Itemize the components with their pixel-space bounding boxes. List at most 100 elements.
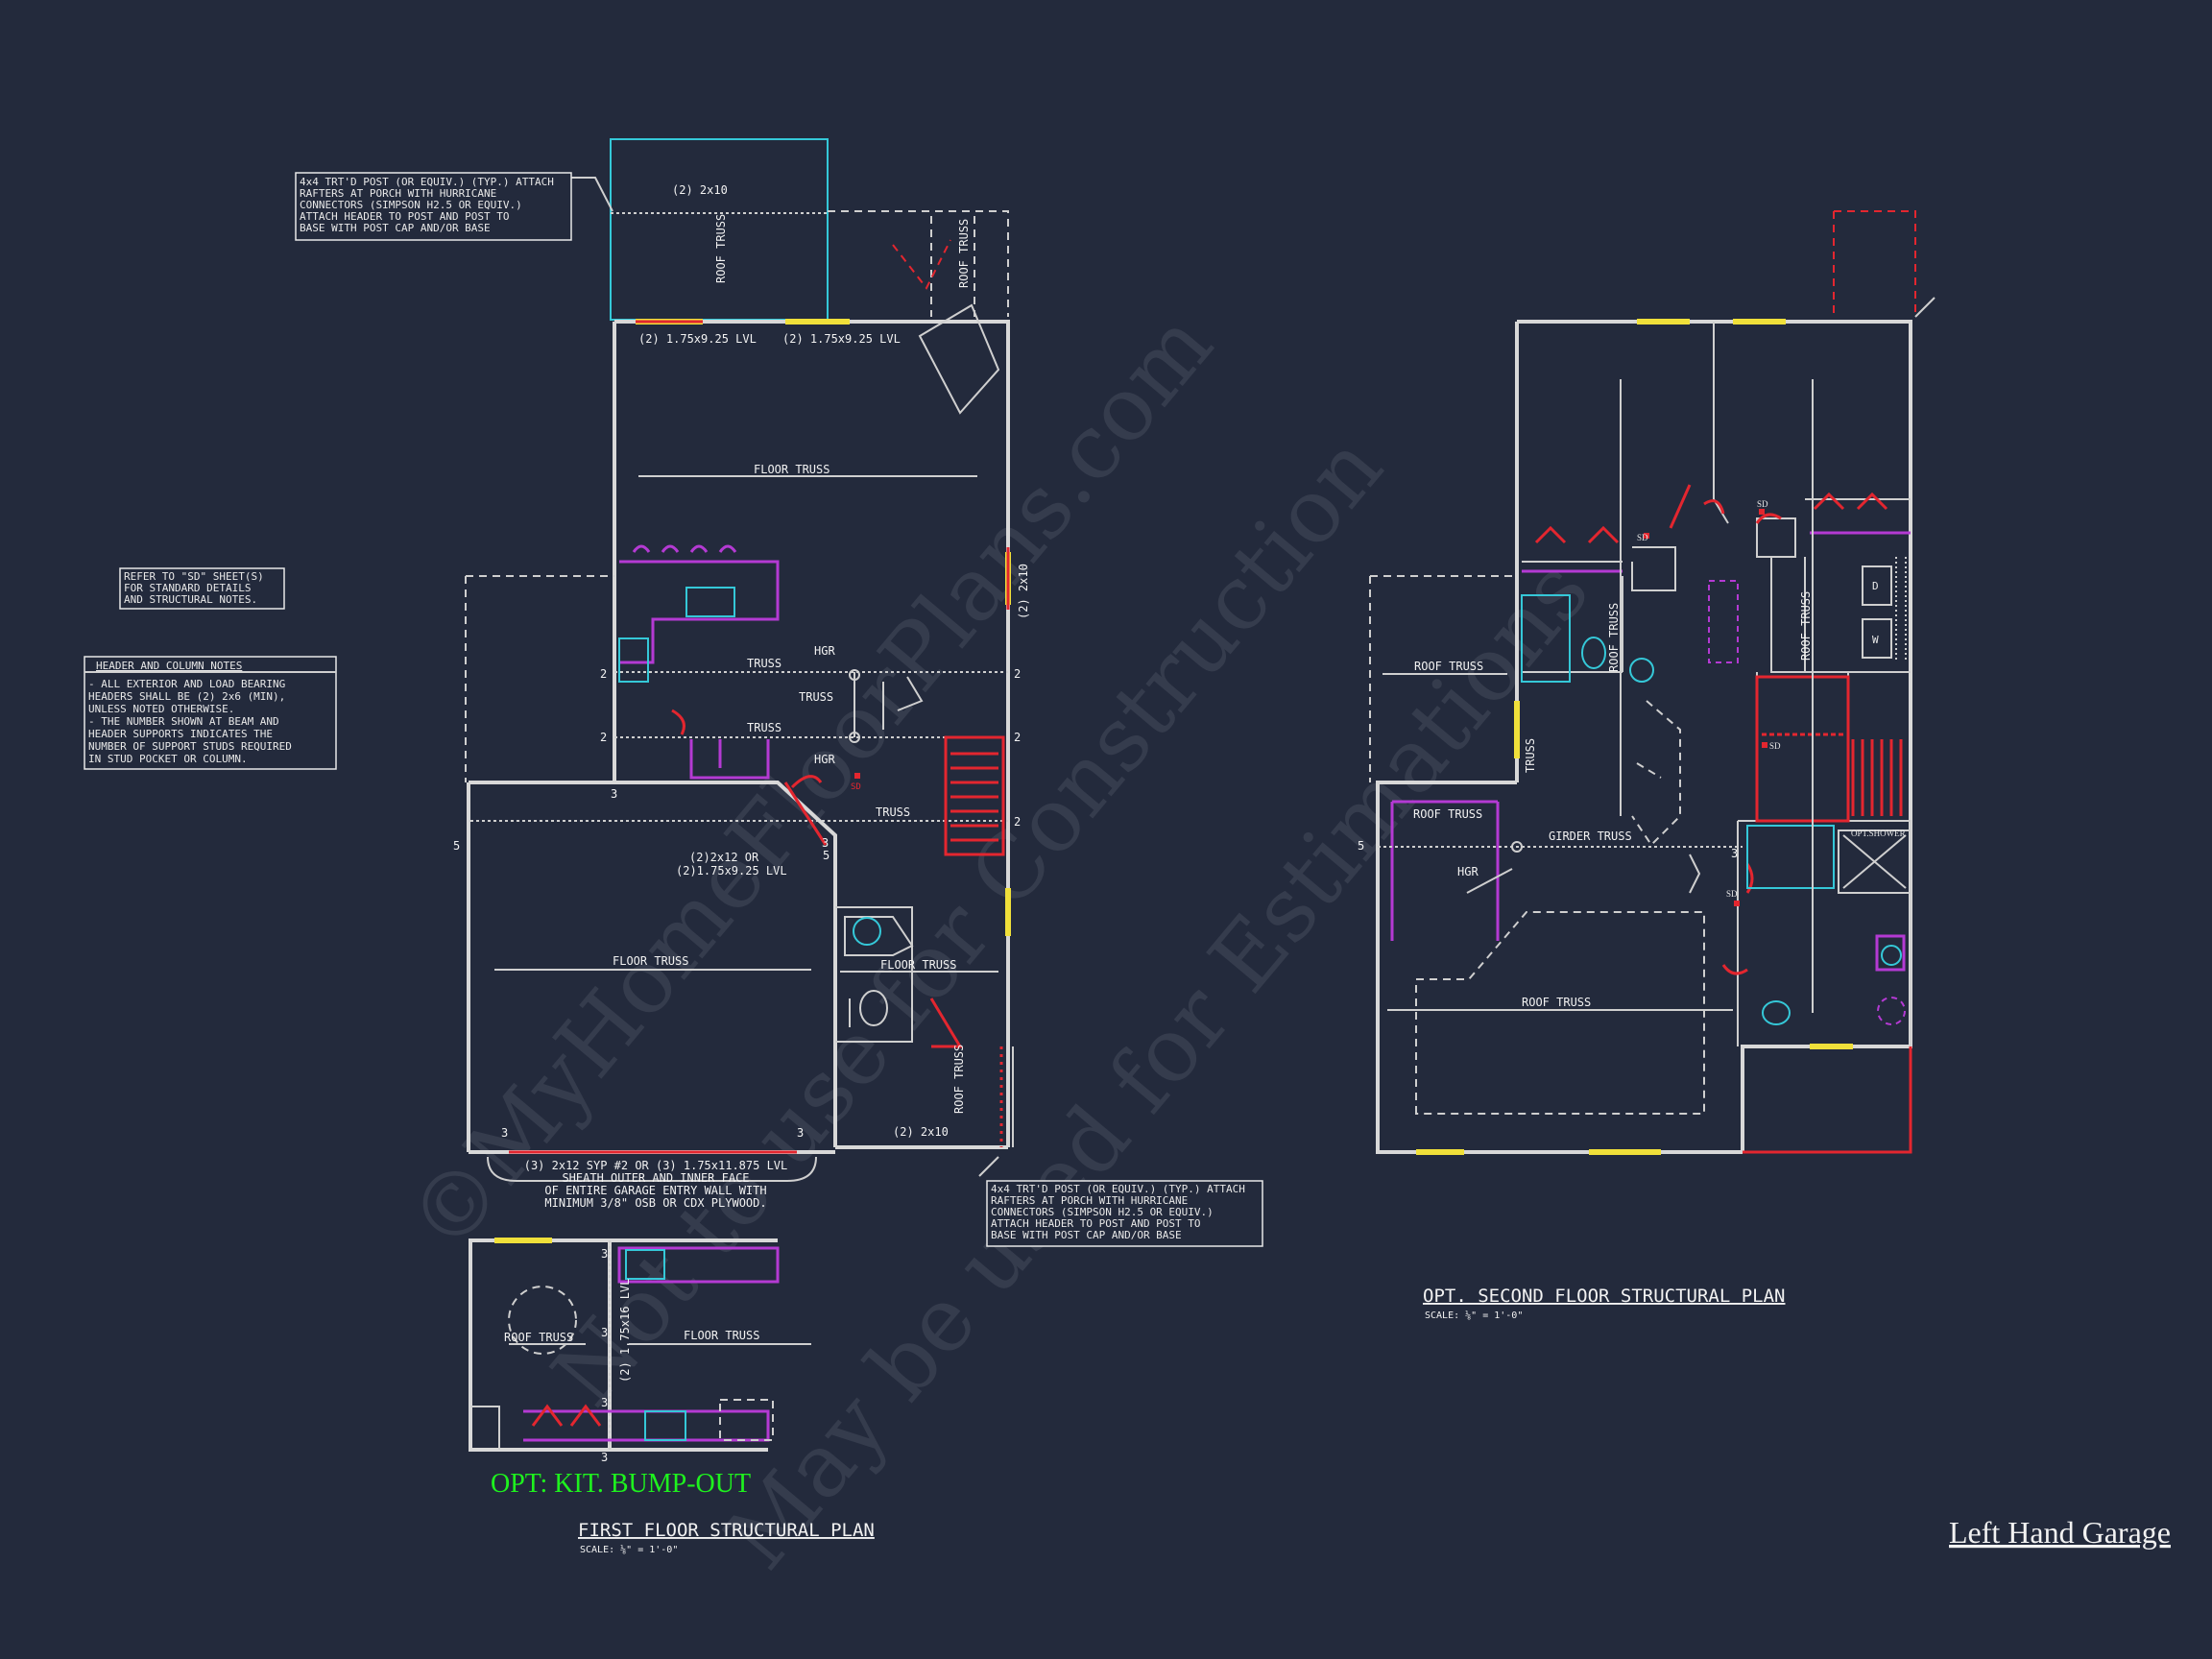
- note-line: IN STUD POCKET OR COLUMN.: [88, 753, 248, 765]
- note-line: REFER TO "SD" SHEET(S): [124, 570, 264, 583]
- porch-post-note-top: 4x4 TRT'D POST (OR EQUIV.) (TYP.) ATTACH…: [295, 172, 572, 241]
- door-swings: [1669, 484, 1725, 529]
- stud-count: 2: [1014, 731, 1021, 744]
- red-dashed-markup: [892, 239, 951, 290]
- toilet: [859, 990, 888, 1026]
- note-leader: [978, 1156, 999, 1177]
- kitchen-cabinets: [619, 560, 780, 664]
- right-header-label: (2) 2x10: [1017, 564, 1030, 619]
- garage-note-line: OF ENTIRE GARAGE ENTRY WALL WITH: [544, 1184, 766, 1197]
- smoke-detector-label: SD: [851, 782, 861, 792]
- lvl-left-label: (2) 1.75x9.25 LVL: [638, 332, 757, 346]
- barstools: [632, 544, 737, 553]
- kitchen-sink: [685, 587, 735, 617]
- stair-treads: [950, 752, 998, 842]
- girder-truss-label: GIRDER TRUSS: [1549, 830, 1632, 843]
- header-column-notes: HEADER AND COLUMN NOTES - ALL EXTERIOR A…: [84, 656, 337, 770]
- bonus-closet: [1390, 800, 1500, 941]
- bump-out-island: [719, 1399, 774, 1441]
- roof-truss-bottom-label: ROOF TRUSS: [1522, 996, 1591, 1009]
- opt-shower-x: [1842, 834, 1907, 889]
- sink: [1629, 658, 1654, 683]
- stud-count: 3: [601, 1247, 608, 1261]
- vanity-chair: [1877, 997, 1906, 1025]
- stud-count: 3: [601, 1451, 608, 1464]
- first-floor-plan: [465, 138, 1014, 1182]
- roof-truss-left-label: ROOF TRUSS: [1414, 660, 1483, 673]
- bump-floor-truss-label: FLOOR TRUSS: [684, 1329, 759, 1342]
- roof-truss-right-label: ROOF TRUSS: [1799, 591, 1813, 661]
- note-line: AND STRUCTURAL NOTES.: [124, 593, 257, 606]
- range-cooktop: [618, 637, 649, 683]
- roof-truss-guides: [930, 216, 975, 317]
- garage-upper-wall: [469, 781, 837, 1147]
- first-floor-labels: (2) 2x10 ROOF TRUSS ROOF TRUSS (2) 1.75x…: [453, 183, 1030, 1140]
- watermark: ©MyHomeFloorPlans.com Not to use for Con…: [389, 294, 1609, 1588]
- door-swing: [671, 709, 685, 735]
- hall-partitions: [1756, 517, 1911, 673]
- door-swing: [1755, 513, 1782, 524]
- stud-count: 3: [501, 1126, 508, 1140]
- closet-outline: [470, 1406, 500, 1450]
- note-box: [84, 656, 337, 770]
- red-outline-bath: [1743, 1046, 1912, 1154]
- note-line: RAFTERS AT PORCH WITH HURRICANE: [991, 1194, 1188, 1207]
- column-post: [849, 669, 860, 681]
- column-post: [849, 732, 860, 743]
- bath-partitions: [1522, 576, 1623, 673]
- closet-lines: [882, 676, 924, 730]
- note-line: ATTACH HEADER TO POST AND POST TO: [991, 1217, 1201, 1230]
- note-line: 4x4 TRT'D POST (OR EQUIV.) (TYP.) ATTACH: [300, 176, 554, 188]
- garage-note: (3) 2x12 SYP #2 OR (3) 1.75x11.875 LVL S…: [524, 1159, 788, 1210]
- vanity: [844, 916, 914, 956]
- girder-label-2: (2)1.75x9.25 LVL: [676, 864, 787, 878]
- note-box: [119, 567, 285, 610]
- sd-label: SD: [1769, 741, 1781, 751]
- stud-count: 3: [822, 836, 829, 850]
- stud-count: 3: [601, 1396, 608, 1409]
- stud-count: 5: [823, 849, 830, 862]
- stair-treads: [1851, 739, 1903, 816]
- floor-truss-top-label: FLOOR TRUSS: [754, 463, 830, 476]
- stud-count: 3: [611, 787, 617, 801]
- girder-label: (2)2x12 OR: [689, 851, 759, 864]
- second-floor-plan: [1369, 210, 1936, 1155]
- note-line: UNLESS NOTED OTHERWISE.: [88, 703, 234, 715]
- truss-label-1: TRUSS: [747, 657, 781, 670]
- lavatory-sink: [853, 917, 881, 946]
- leader: [1689, 854, 1701, 894]
- closet-partitions: [1522, 546, 1676, 591]
- house-upper-outline: [614, 320, 1010, 1147]
- smoke-detector: [1734, 901, 1740, 906]
- smoke-detector: [1644, 533, 1649, 539]
- red-dashed-porch: [1834, 210, 1916, 317]
- sd-label: SD: [1726, 889, 1738, 899]
- stud-count: 3: [797, 1126, 804, 1140]
- note-line: 4x4 TRT'D POST (OR EQUIV.) (TYP.) ATTACH: [991, 1183, 1245, 1195]
- sd-label: SD: [1637, 533, 1648, 542]
- note-line: ATTACH HEADER TO POST AND POST TO: [300, 210, 510, 223]
- dimension-brace: [487, 1156, 817, 1182]
- bump-out-labels: ROOF TRUSS FLOOR TRUSS (2) 1.75x16 LVL 3…: [504, 1247, 759, 1464]
- dryer-label: D: [1872, 580, 1879, 592]
- stud-count: 3: [1731, 847, 1738, 860]
- second-floor-labels: ROOF TRUSS ROOF TRUSS ROOF TRUSS TRUSS R…: [1358, 591, 1813, 1009]
- column-post: [1511, 841, 1523, 853]
- porch-post-note-bottom: 4x4 TRT'D POST (OR EQUIV.) (TYP.) ATTACH…: [986, 1180, 1263, 1247]
- note-leader: [570, 177, 613, 212]
- bump-out-cooktop: [644, 1410, 686, 1441]
- stud-count: 2: [1014, 667, 1021, 681]
- pantry-shelves: [689, 739, 770, 780]
- garage-note-line: (3) 2x12 SYP #2 OR (3) 1.75x11.875 LVL: [524, 1159, 788, 1172]
- roof-truss-right-label: ROOF TRUSS: [957, 219, 971, 288]
- garage-roof-outline: [1415, 911, 1705, 1115]
- kitchen-bump-out-plan: [469, 1238, 811, 1452]
- stud-count: 5: [453, 839, 460, 853]
- side-porch-dashed: [828, 210, 1009, 317]
- opt-shower-label: OPT.SHOWER: [1851, 829, 1906, 838]
- attic-access-hatch: [1708, 580, 1739, 663]
- bath-floor-truss-label: FLOOR TRUSS: [880, 958, 956, 972]
- closet-door: [929, 998, 963, 1048]
- stud-count: 5: [1358, 839, 1364, 853]
